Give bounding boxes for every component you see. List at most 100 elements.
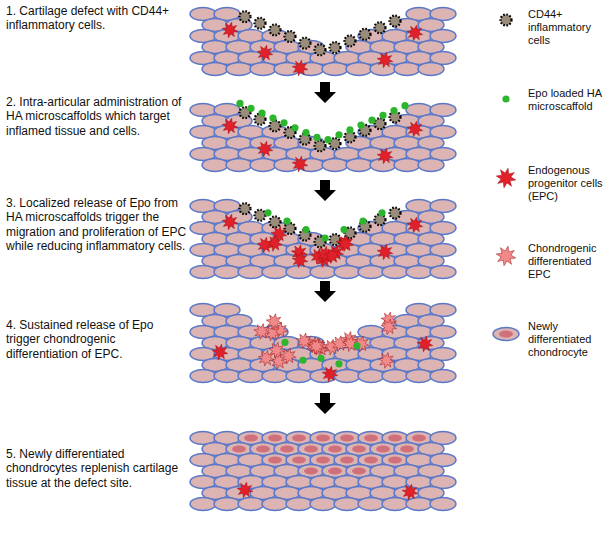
cell-core	[268, 435, 282, 442]
step-text: 5. Newly differentiated chondrocytes rep…	[6, 447, 188, 490]
tissue-cell	[238, 266, 264, 279]
inflammatory-cell	[330, 42, 341, 53]
down-arrow	[314, 281, 336, 302]
cell-star	[381, 319, 397, 335]
tissue-cell	[346, 159, 372, 172]
cell-core	[364, 457, 378, 464]
legend-text: Chondrogenic differentiated EPC	[528, 242, 608, 282]
tissue-cell	[358, 370, 384, 383]
cell-core	[388, 435, 402, 442]
legend-text: Epo loaded HA microscaffold	[528, 87, 608, 113]
epo-scaffold	[346, 126, 353, 133]
cell-star	[417, 336, 433, 352]
cell-star	[353, 336, 369, 352]
tissue-cell	[226, 159, 252, 172]
cell-star	[212, 344, 228, 360]
cell-star	[257, 45, 273, 61]
cell-core	[400, 446, 414, 453]
epo-scaffold	[283, 218, 290, 225]
epo-scaffold	[280, 119, 287, 126]
epo-scaffold	[299, 357, 306, 364]
inflammatory-cell	[360, 29, 371, 40]
cell-star	[322, 366, 338, 382]
cell-star	[407, 121, 423, 137]
epo-scaffold	[321, 234, 328, 241]
step-text: 4. Sustained release of Epo trigger chon…	[6, 318, 188, 361]
epo-scaffold	[378, 209, 385, 216]
inflammatory-cell	[390, 208, 401, 219]
tissue-cell	[310, 266, 336, 279]
tissue-cell	[418, 63, 444, 76]
tissue-cell	[214, 498, 240, 511]
cell-star	[402, 484, 418, 500]
cell-core	[352, 468, 366, 475]
inflammatory-cell	[255, 18, 266, 29]
tissue-cell	[286, 370, 312, 383]
cell-star	[377, 52, 393, 68]
tissue-cell	[358, 498, 384, 511]
cell-core	[412, 435, 426, 442]
epo-scaffold	[236, 100, 243, 107]
step-text: 1. Cartilage defect with CD44+ inflammat…	[6, 4, 188, 33]
cell-core	[316, 457, 330, 464]
inflammatory-cell	[255, 210, 266, 221]
tissue-cell	[430, 498, 456, 511]
epo-scaffold	[247, 105, 254, 112]
cell-star	[377, 244, 393, 260]
cell-star	[281, 348, 297, 364]
inflammatory-cell	[300, 38, 311, 49]
tissue-cell	[262, 370, 288, 383]
flow-arrows	[314, 82, 336, 414]
epo-scaffold	[335, 360, 342, 367]
tissue-cell	[382, 370, 408, 383]
cell-core	[499, 331, 513, 338]
epo-scaffold	[264, 209, 271, 216]
tissue-cell	[334, 498, 360, 511]
cell-star	[257, 141, 273, 157]
epo-scaffold	[302, 129, 309, 136]
cell-core	[304, 446, 318, 453]
cell-star	[222, 22, 238, 38]
cell-star	[292, 156, 308, 172]
legend-text: Newly differentiated chondrocyte	[528, 320, 608, 360]
cell-core	[364, 435, 378, 442]
inflammatory-cell	[501, 15, 512, 26]
tissue-cell	[250, 63, 276, 76]
inflammatory-cell	[270, 120, 281, 131]
cell-star	[254, 324, 270, 340]
inflammatory-cell	[270, 24, 281, 35]
inflammatory-cell	[240, 203, 251, 214]
tissue-cell	[493, 328, 519, 341]
epo-scaffold	[317, 355, 324, 362]
inflammatory-cell	[375, 22, 386, 33]
inflammatory-cell	[330, 234, 341, 245]
tissue-cell	[190, 498, 216, 511]
cell-core	[376, 446, 390, 453]
tissue-cell	[382, 498, 408, 511]
cell-star	[258, 350, 274, 366]
inflammatory-cell	[270, 216, 281, 227]
tissue-cell	[238, 370, 264, 383]
epo-scaffold	[258, 110, 265, 117]
panel	[190, 304, 456, 383]
cell-star	[266, 314, 282, 330]
epo-scaffold	[335, 131, 342, 138]
cell-star	[309, 338, 325, 354]
epo-scaffold	[281, 339, 288, 346]
tissue-cell	[334, 370, 360, 383]
cell-star	[292, 252, 308, 268]
panel	[190, 200, 456, 279]
panel	[190, 8, 456, 76]
inflammatory-cell	[285, 31, 296, 42]
cell-core	[268, 457, 282, 464]
tissue-cell	[406, 370, 432, 383]
tissue-cell	[214, 266, 240, 279]
epo-scaffold	[302, 226, 309, 233]
tissue-cell	[250, 159, 276, 172]
cell-star	[496, 168, 516, 188]
tissue-cell	[190, 370, 216, 383]
tissue-cell	[286, 498, 312, 511]
tissue-cell	[394, 63, 420, 76]
cell-core	[304, 468, 318, 475]
tissue-cell	[262, 498, 288, 511]
